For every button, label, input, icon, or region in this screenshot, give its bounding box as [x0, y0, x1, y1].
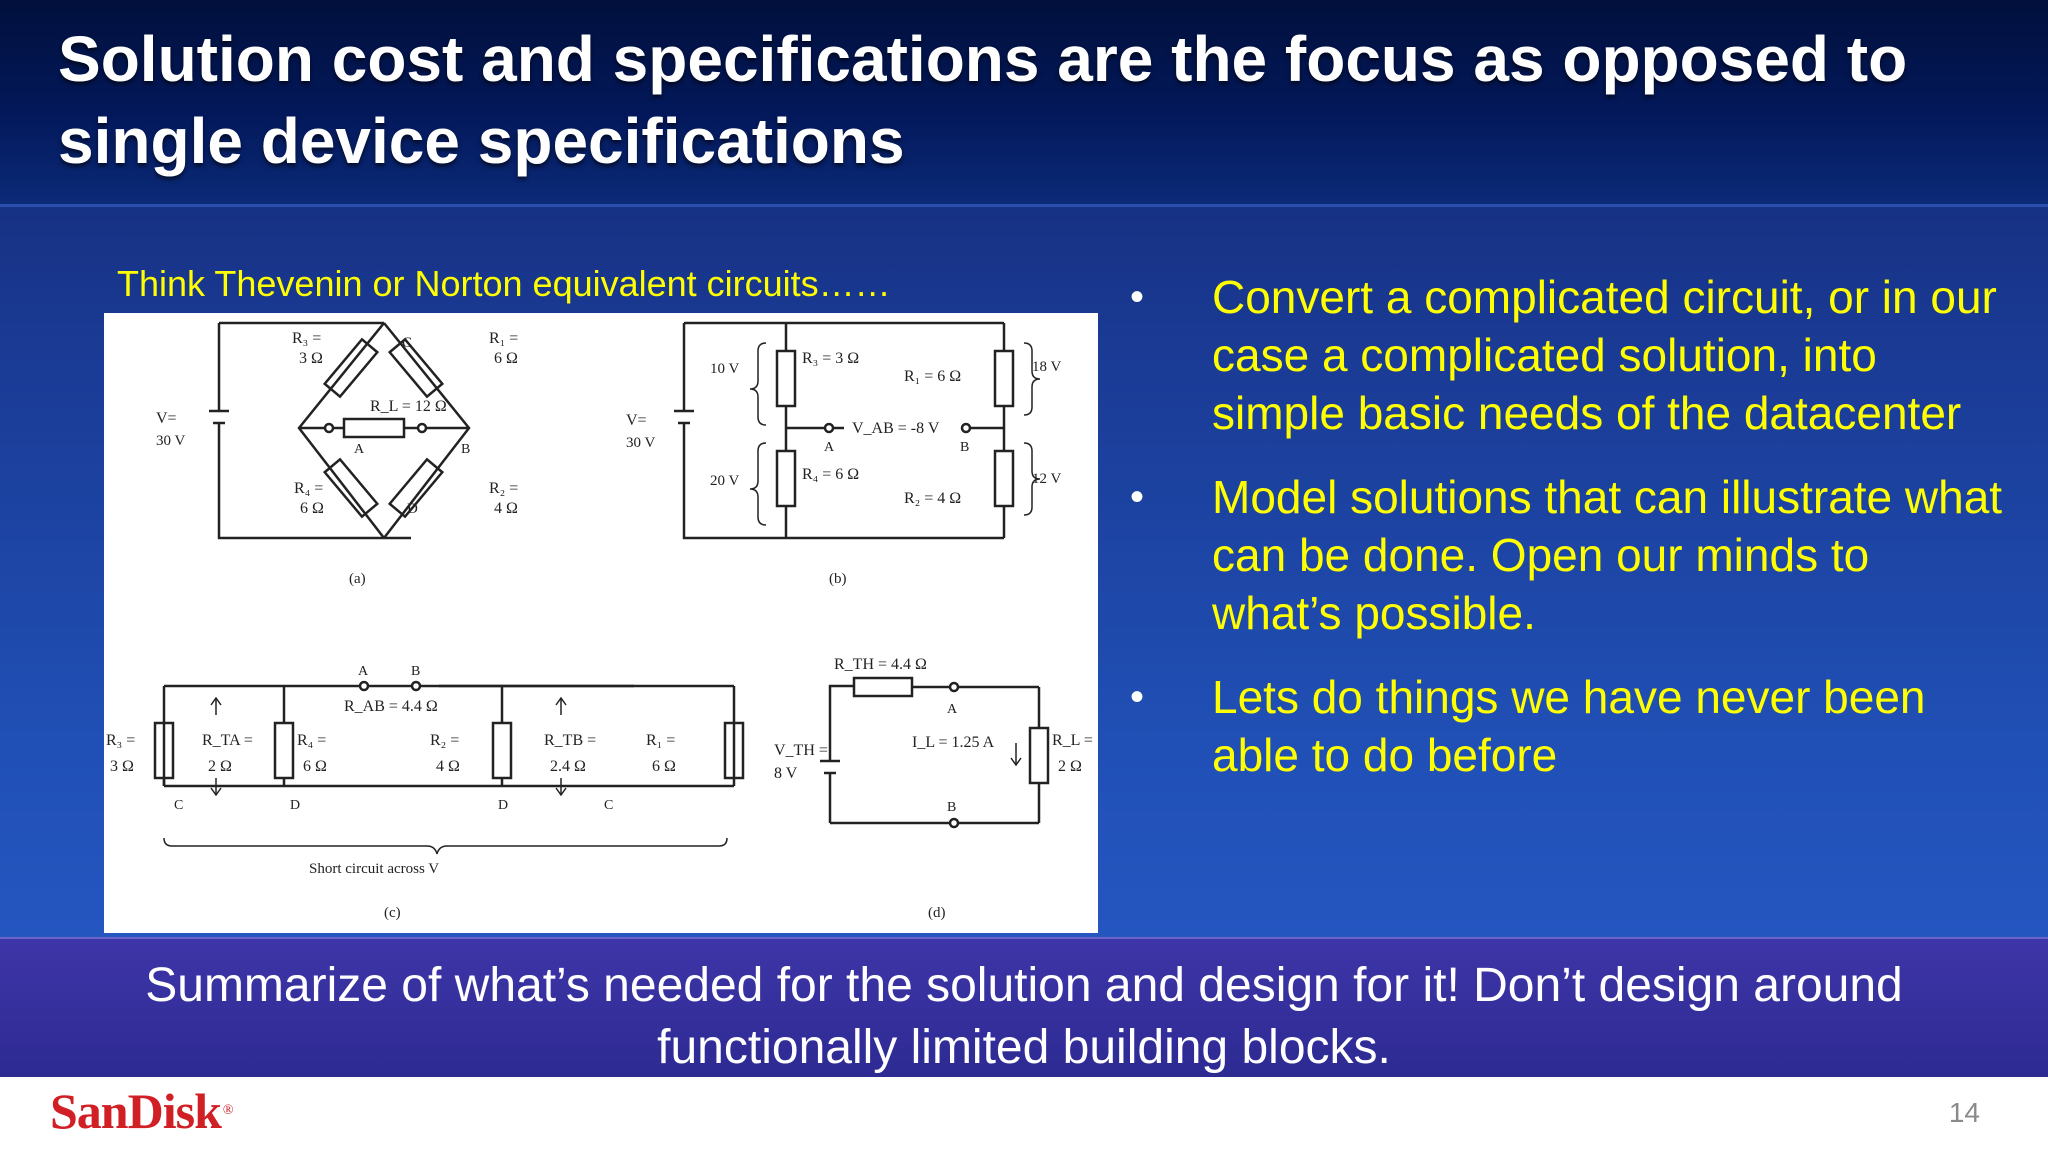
a-v-value: 30 V [156, 433, 185, 449]
a-r1-label: R₁ = [489, 330, 518, 347]
c-rta-label: R_TA = [202, 732, 253, 749]
c-r4-label: R₄ = [297, 732, 326, 749]
footer: SanDisk® 14 [0, 1077, 2048, 1152]
b-r3: R₃ = 3 Ω [802, 350, 859, 367]
summary-text: Summarize of what’s needed for the solut… [145, 959, 1903, 1074]
a-node-b: B [461, 442, 470, 457]
c-r3-label: R₃ = [106, 732, 135, 749]
c-rtb-value: 2.4 Ω [550, 758, 586, 775]
a-v-label: V= [156, 410, 177, 427]
c-r1-label: R₁ = [646, 732, 675, 749]
figure-caption: Think Thevenin or Norton equivalent circ… [117, 263, 891, 304]
logo-text: SanDisk [50, 1083, 222, 1139]
a-rl-label: R_L = 12 Ω [370, 398, 447, 415]
a-node-c: C [402, 335, 412, 351]
d-rl-value: 2 Ω [1058, 758, 1082, 775]
a-r2-label: R₂ = [489, 480, 518, 497]
circuit-d [820, 676, 1050, 829]
d-node-b: B [947, 800, 956, 815]
d-vth-label: V_TH = [774, 742, 828, 759]
bullet-text: Model solutions that can illustrate what… [1212, 471, 2003, 639]
a-node-a: A [354, 442, 365, 457]
d-vth-value: 8 V [774, 765, 798, 782]
page-number: 14 [1948, 1097, 1980, 1128]
a-r4-label: R₄ = [294, 480, 323, 497]
c-node-c-right: C [604, 798, 613, 813]
b-node-b: B [960, 440, 969, 455]
b-r1: R₁ = 6 Ω [904, 368, 961, 385]
b-v-label: V= [626, 412, 647, 429]
c-short-circuit: Short circuit across V [309, 861, 439, 877]
bullet-text: Lets do things we have never been able t… [1212, 671, 1926, 781]
c-node-a: A [358, 664, 369, 679]
d-il: I_L = 1.25 A [912, 734, 995, 751]
c-r2-label: R₂ = [430, 732, 459, 749]
circuit-a [209, 321, 471, 540]
c-node-d-right: D [498, 798, 508, 813]
c-node-d-left: D [290, 798, 300, 813]
b-v20: 20 V [710, 473, 739, 489]
title-band: Solution cost and specifications are the… [0, 0, 2048, 207]
c-r3-value: 3 Ω [110, 758, 134, 775]
c-rab: R_AB = 4.4 Ω [344, 698, 438, 715]
c-node-c-left: C [174, 798, 183, 813]
bullet-dot-icon: • [1130, 675, 1145, 719]
bullet-item: • Model solutions that can illustrate wh… [1130, 468, 2010, 642]
c-rta-value: 2 Ω [208, 758, 232, 775]
a-node-d: D [407, 501, 418, 517]
b-caption: (b) [829, 571, 847, 587]
d-node-a: A [947, 702, 958, 717]
c-node-b: B [411, 664, 420, 679]
a-r2-value: 4 Ω [494, 500, 518, 517]
b-vab: V_AB = -8 V [852, 420, 940, 437]
registered-mark-icon: ® [222, 1103, 234, 1118]
sandisk-logo: SanDisk® [50, 1081, 233, 1141]
b-r2: R₂ = 4 Ω [904, 490, 961, 507]
c-caption: (c) [384, 905, 401, 921]
bullet-dot-icon: • [1130, 275, 1145, 319]
b-v-value: 30 V [626, 435, 655, 451]
a-r3-value: 3 Ω [299, 350, 323, 367]
a-r3-label: R₃ = [292, 330, 321, 347]
circuit-figure: R₃ = 3 Ω R₁ = 6 Ω C R_L = 12 Ω V= 30 V A… [104, 313, 1098, 933]
d-rth: R_TH = 4.4 Ω [834, 656, 927, 673]
c-r2-value: 4 Ω [436, 758, 460, 775]
bullet-dot-icon: • [1130, 475, 1145, 519]
circuit-diagrams: R₃ = 3 Ω R₁ = 6 Ω C R_L = 12 Ω V= 30 V A… [106, 321, 1093, 921]
c-r4-value: 6 Ω [303, 758, 327, 775]
a-caption: (a) [349, 571, 366, 587]
d-caption: (d) [928, 905, 946, 921]
slide-title: Solution cost and specifications are the… [58, 23, 1908, 177]
bullet-text: Convert a complicated circuit, or in our… [1212, 271, 1997, 439]
a-r1-value: 6 Ω [494, 350, 518, 367]
summary-band: Summarize of what’s needed for the solut… [0, 937, 2048, 1079]
b-node-a: A [824, 440, 835, 455]
b-v18: 18 V [1032, 359, 1061, 375]
circuit-b [674, 321, 1041, 540]
circuit-c [153, 680, 745, 855]
bullet-list: • Convert a complicated circuit, or in o… [1130, 268, 2010, 810]
b-r4: R₄ = 6 Ω [802, 466, 859, 483]
d-rl-label: R_L = [1052, 732, 1093, 749]
bullet-item: • Convert a complicated circuit, or in o… [1130, 268, 2010, 442]
c-r1-value: 6 Ω [652, 758, 676, 775]
bullet-item: • Lets do things we have never been able… [1130, 668, 2010, 784]
c-rtb-label: R_TB = [544, 732, 596, 749]
b-v10: 10 V [710, 361, 739, 377]
a-r4-value: 6 Ω [300, 500, 324, 517]
b-v12: 12 V [1032, 471, 1061, 487]
